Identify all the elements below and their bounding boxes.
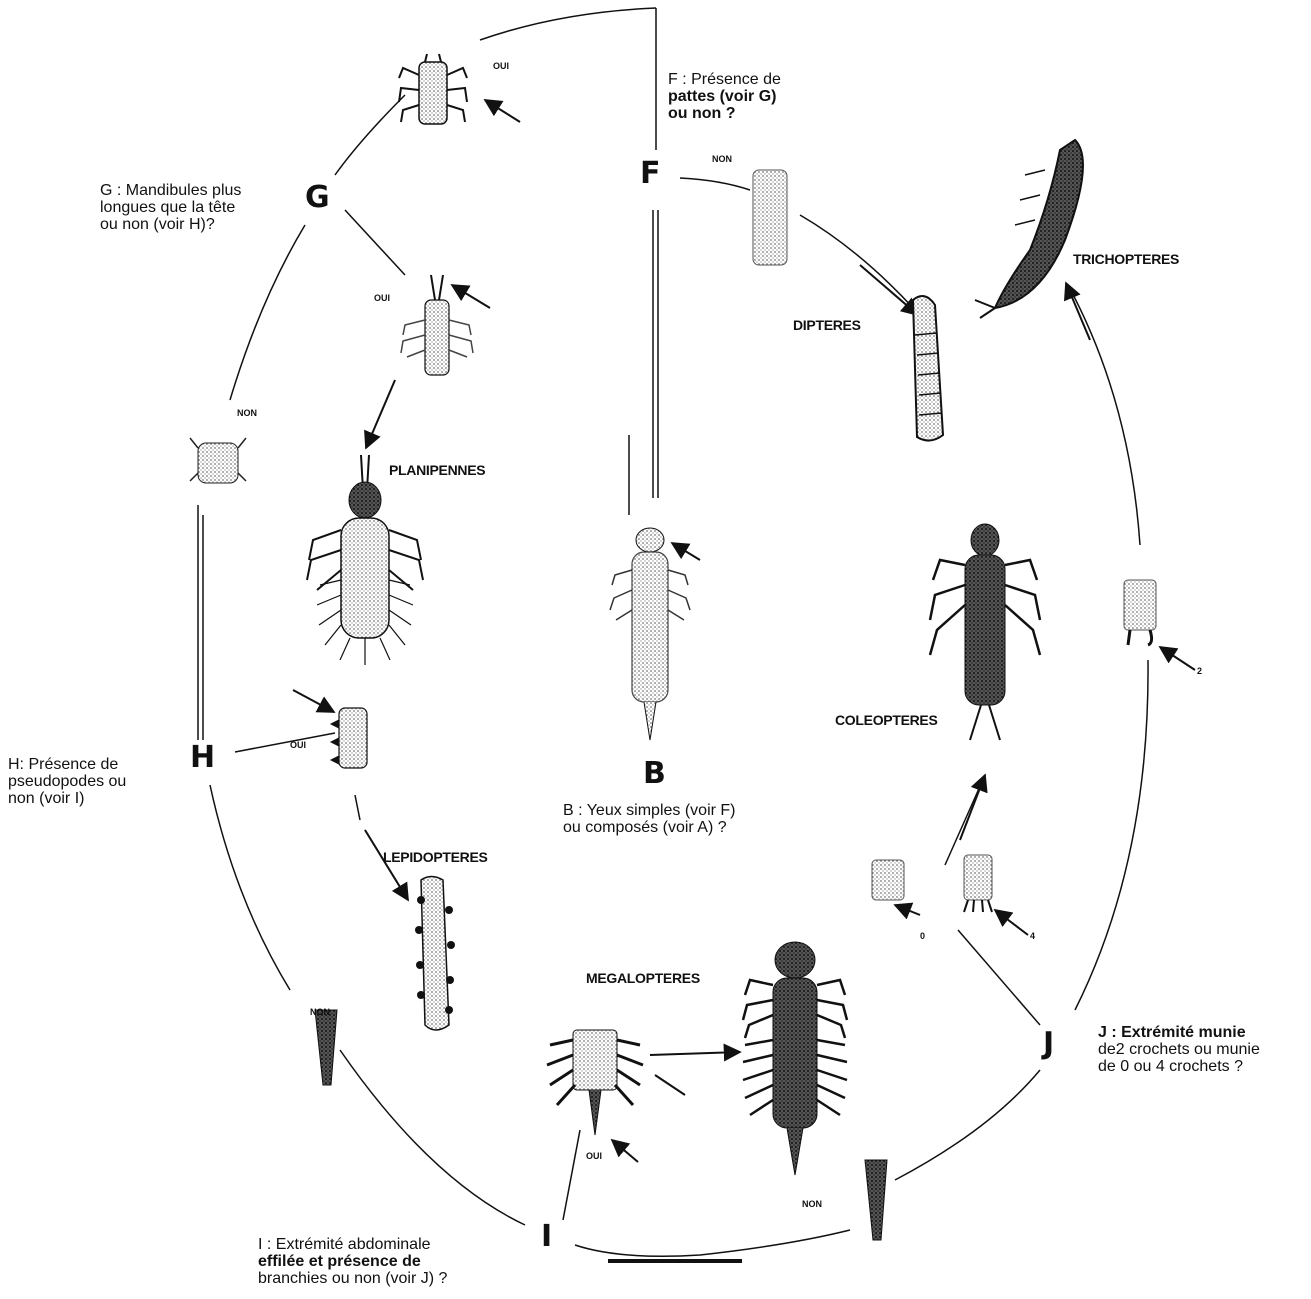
arrow-h-pseudopodes [293,690,334,712]
question-f-line2: pattes (voir G) [668,89,781,106]
node-h: H [190,742,215,774]
line-f-non [680,178,750,190]
hook-count-2: 2 [1197,667,1202,676]
answer-oui-g: OUI [374,294,390,303]
arrow-hook-4 [995,910,1028,935]
larva-trichopteres [975,140,1083,318]
question-i-line2: effilée et présence de [258,1254,447,1271]
question-b-line2: ou composés (voir A) ? [563,820,736,837]
question-h: H: Présence de pseudopodes ou non (voir … [8,757,126,807]
question-g: G : Mandibules plus longues que la tête … [100,183,241,233]
line-non-to-j [895,1070,1040,1180]
arrow-coleo [960,775,985,840]
taxon-planipennes: PLANIPENNES [389,463,485,478]
question-h-line3: non (voir I) [8,791,126,808]
arrow-trichop [1066,283,1090,340]
answer-oui-top: OUI [493,62,509,71]
node-f: F [640,158,661,190]
answer-non-h: NON [310,1008,330,1017]
arrow-lepido [365,830,408,900]
node-g: G [305,182,330,214]
larva-planipennes [307,455,423,665]
node-i: I [541,1221,552,1253]
question-b: B : Yeux simples (voir F) ou composés (v… [563,803,736,837]
line-i-base [575,1230,850,1256]
question-b-line1: B : Yeux simples (voir F) [563,803,736,820]
question-i-line1: I : Extrémité abdominale [258,1237,447,1254]
line-arc-to-i [340,1050,525,1225]
arrow-hook-2 [1160,647,1195,670]
larva-b-central [610,528,690,740]
larva-megalopteres [743,942,847,1175]
question-f: F : Présence de pattes (voir G) ou non ? [668,72,781,122]
larva-coleopteres [930,524,1040,740]
line-g-non [230,225,305,400]
question-g-line3: ou non (voir H)? [100,217,241,234]
line-h-lepido [355,795,360,820]
hook-2-illustration [1124,580,1156,645]
node-b: B [643,758,666,790]
node-j: J [1043,1028,1054,1060]
larva-h-pseudopodes [331,708,367,768]
larva-j-non-tip [865,1160,887,1240]
line-top-arc [480,8,656,40]
line-g-oui [345,210,405,275]
line-top-to-g [335,95,405,175]
question-g-line2: longues que la tête [100,200,241,217]
larva-g-non [190,438,246,483]
larva-megalopteres-abdomen [547,1030,643,1135]
line-j-right-arc [1075,660,1148,1010]
taxon-trichopteres: TRICHOPTERES [1073,252,1179,267]
hook-count-4: 4 [1030,932,1035,941]
larva-f-non [753,170,787,265]
hook-0-illustration [872,860,904,900]
answer-non-g: NON [237,409,257,418]
arrow-hook-0 [895,905,920,915]
line-i-oui [563,1130,580,1220]
larva-lepidopteres [415,877,455,1031]
question-j-line3: de 0 ou 4 crochets ? [1098,1059,1260,1076]
line-dip [800,215,915,310]
larva-g-mandibles [401,275,473,375]
answer-oui-i: OUI [586,1152,602,1161]
taxon-megalopteres: MEGALOPTERES [586,971,700,986]
line-h-non [210,785,290,990]
taxon-dipteres: DIPTERES [793,318,861,333]
answer-non-i: NON [802,1200,822,1209]
question-i-line3: branchies ou non (voir J) ? [258,1271,447,1288]
question-g-line1: G : Mandibules plus [100,183,241,200]
taxon-lepidopteres: LEPIDOPTERES [383,850,488,865]
arrow-b-eye [672,543,700,560]
arrow-oui-g [452,285,490,308]
question-j-line1: J : Extrémité munie [1098,1025,1260,1042]
ring-lines [198,8,1148,1261]
line-j-hooks [958,930,1040,1025]
arrow-megalo-oui [612,1140,638,1162]
line-h-oui [235,733,335,752]
answer-oui-h: OUI [290,741,306,750]
line-right-up [1068,285,1140,545]
arrow-megalo-abd [655,1075,685,1095]
taxon-coleopteres: COLEOPTERES [835,713,938,728]
arrow-dip [860,265,918,315]
larva-i-non-tip [315,1010,337,1085]
hook-count-0: 0 [920,932,925,941]
larva-dipteres [913,296,943,441]
question-f-line1: F : Présence de [668,72,781,89]
arrow-planipennes [366,380,395,448]
arrow-oui-top [485,100,520,122]
hook-4-illustration [964,855,992,912]
question-h-line2: pseudopodes ou [8,774,126,791]
question-h-line1: H: Présence de [8,757,126,774]
question-j: J : Extrémité munie de2 crochets ou muni… [1098,1025,1260,1075]
question-i: I : Extrémité abdominale effilée et prés… [258,1237,447,1287]
question-j-line2: de2 crochets ou munie [1098,1042,1260,1059]
larva-top-legs [399,54,467,124]
question-f-line3: ou non ? [668,106,781,123]
answer-non-f: NON [712,155,732,164]
arrow-megalo [650,1052,740,1055]
